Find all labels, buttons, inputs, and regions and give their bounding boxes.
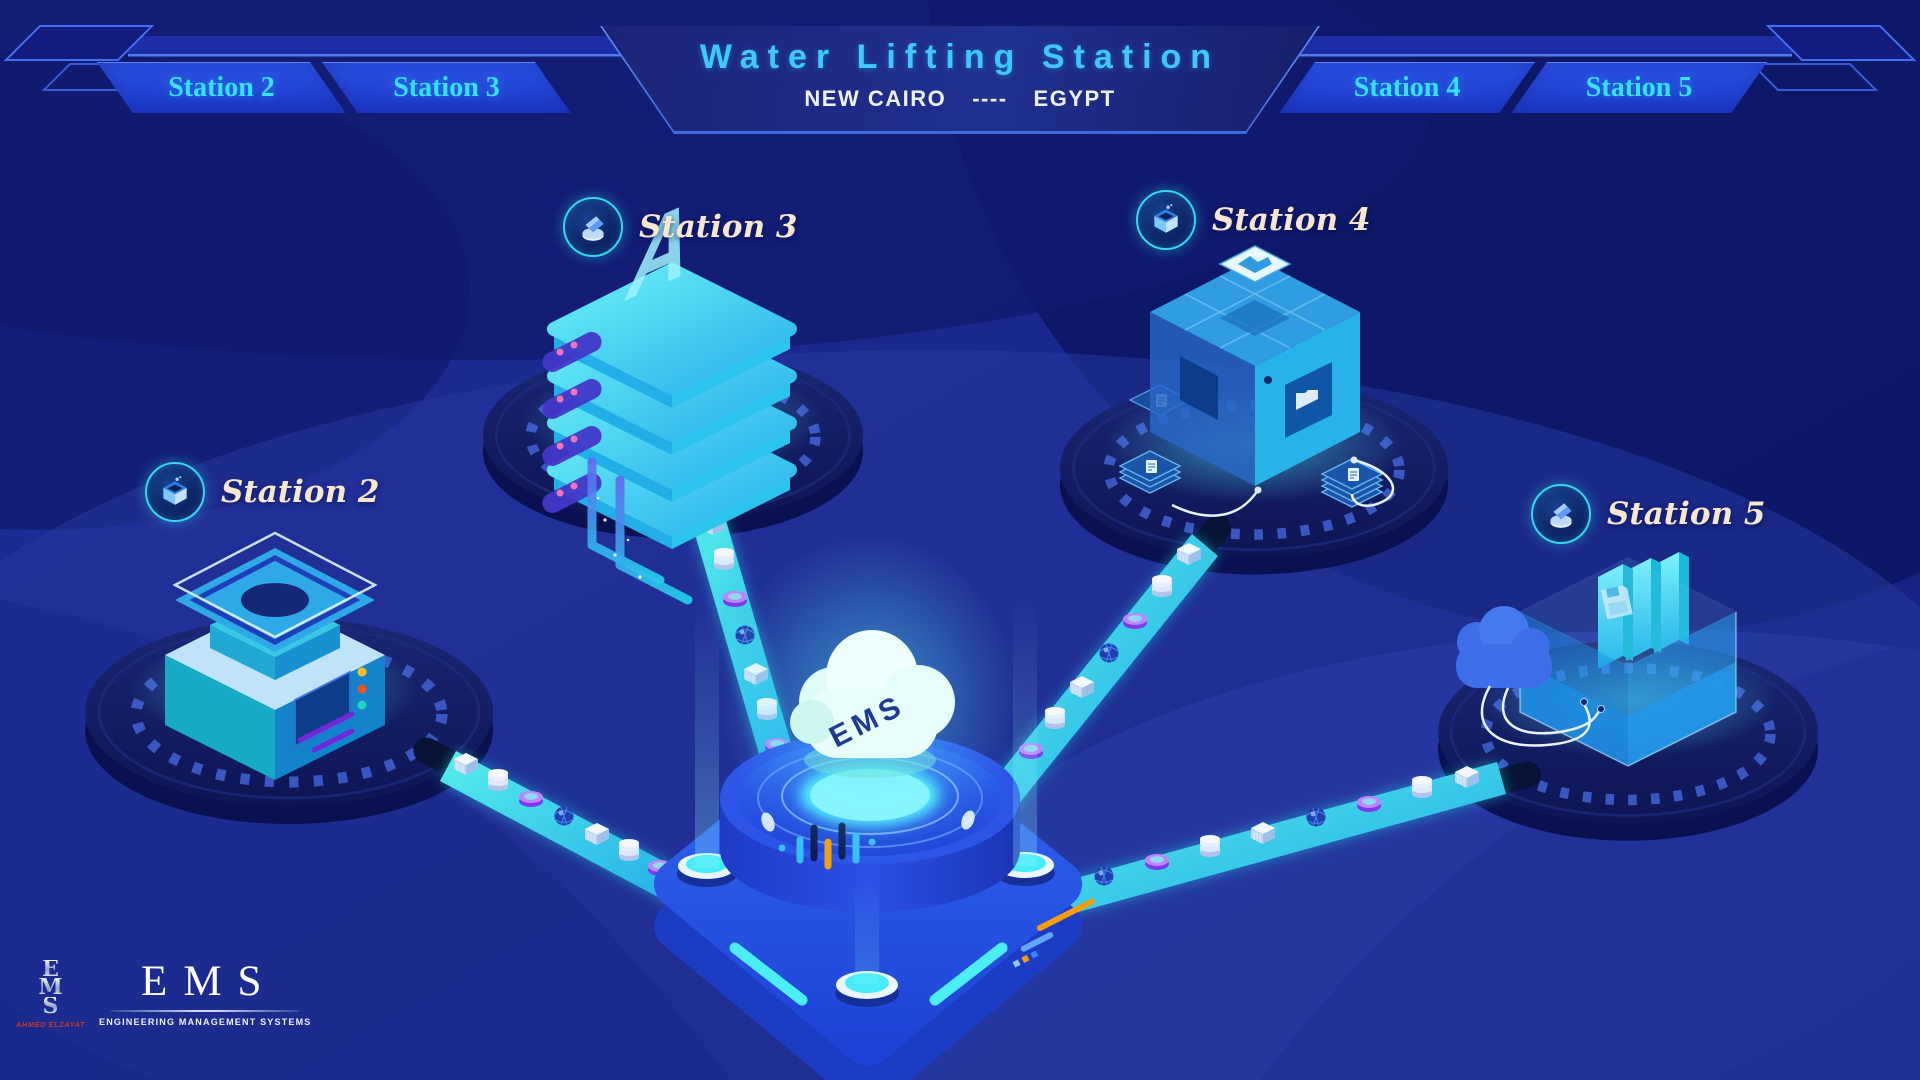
location-city: NEW CAIRO (804, 86, 947, 111)
tab-station-5-label: Station 5 (1585, 72, 1693, 103)
tab-station-4-label: Station 4 (1353, 72, 1461, 103)
logo-monogram: E M S AHMED ELZAYAT (16, 956, 85, 1030)
backup-panels (1598, 552, 1689, 669)
station-2-machine (165, 531, 385, 780)
logo-divider (111, 1010, 300, 1012)
location-separator: ---- (972, 86, 1008, 111)
logo-owner: AHMED ELZAYAT (16, 1020, 85, 1030)
station-3-servers: A (542, 174, 797, 605)
tab-station-3-label: Station 3 (393, 72, 500, 103)
station-4-badge-icon (1136, 190, 1196, 250)
tab-station-5[interactable]: Station 5 (1511, 62, 1767, 113)
tab-station-2-label: Station 2 (168, 72, 275, 103)
deck-marks (1012, 898, 1095, 968)
page-title: Water Lifting Station (699, 38, 1221, 76)
tab-station-3[interactable]: Station 3 (322, 62, 571, 113)
company-logo: E M S AHMED ELZAYAT EMS ENGINEERING MANA… (16, 956, 312, 1030)
station-2-badge-icon (145, 462, 205, 522)
stamp-icon (1550, 503, 1572, 528)
central-hub: EMS (654, 535, 1095, 1080)
location-line: NEW CAIRO ---- EGYPT (804, 86, 1115, 112)
logo-tagline: ENGINEERING MANAGEMENT SYSTEMS (99, 1017, 312, 1027)
pad-bottom (835, 971, 899, 1007)
corner-ornament-left (3, 25, 155, 61)
floppy-icon (1601, 585, 1633, 620)
cube-icon (163, 476, 187, 505)
stamp-icon (582, 216, 604, 241)
cube-icon (1154, 204, 1178, 233)
ems-cloud: EMS (790, 630, 955, 778)
station-3-label[interactable]: Station 3 (563, 197, 797, 257)
conveyor-station-2 (440, 751, 708, 915)
station-5-badge-icon (1531, 484, 1591, 544)
tab-station-4[interactable]: Station 4 (1279, 62, 1535, 113)
corner-ornament-right (1765, 25, 1917, 61)
location-country: EGYPT (1033, 86, 1116, 111)
conveyor-station-4 (987, 534, 1218, 811)
station-4-label[interactable]: Station 4 (1136, 190, 1370, 250)
station-5-label[interactable]: Station 5 (1531, 484, 1765, 544)
station-5-backup (1456, 552, 1739, 767)
cloud-small (1456, 606, 1552, 688)
conveyor-station-5 (1055, 762, 1506, 916)
station-3-badge-icon (563, 197, 623, 257)
logo-name: EMS (141, 958, 278, 1005)
logo-wordmark: EMS ENGINEERING MANAGEMENT SYSTEMS (99, 960, 312, 1027)
tab-station-2[interactable]: Station 2 (97, 62, 346, 113)
station-2-label[interactable]: Station 2 (145, 462, 379, 522)
header-panel: Water Lifting Station NEW CAIRO ---- EGY… (600, 26, 1320, 134)
station-4-cube (1119, 245, 1395, 517)
